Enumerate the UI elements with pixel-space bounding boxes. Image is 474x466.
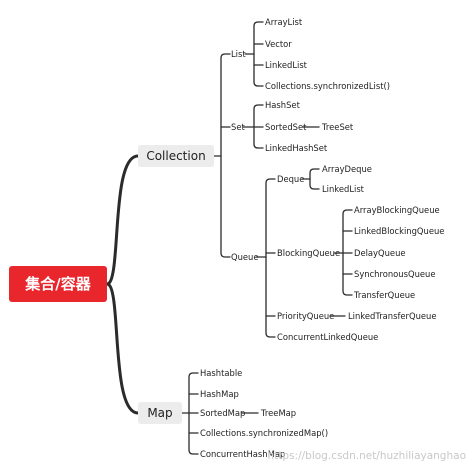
node-concurrenthashmap[interactable]: ConcurrentHashMap [200, 449, 285, 459]
node-synchronousqueue[interactable]: SynchronousQueue [354, 269, 436, 279]
watermark: https://blog.csdn.net/huzhiliayanghao [268, 450, 466, 462]
node-collection-box [138, 145, 214, 167]
node-sortedmap[interactable]: SortedMap [200, 408, 245, 418]
queue-branch-bottom [265, 256, 276, 338]
map-branch-bottom [188, 412, 199, 455]
node-collections-synchronizedmap[interactable]: Collections.synchronizedMap() [200, 428, 328, 438]
queue-branch-top [265, 178, 276, 258]
node-linkedhashset[interactable]: LinkedHashSet [265, 143, 328, 153]
set-branch-bottom [253, 126, 264, 149]
node-list[interactable]: List [231, 49, 246, 59]
deque-branch-top [309, 168, 320, 180]
node-arraylist[interactable]: ArrayList [265, 17, 303, 27]
node-collection-label: Collection [146, 149, 205, 163]
node-linkedtransferqueue[interactable]: LinkedTransferQueue [348, 311, 437, 321]
node-blockingqueue[interactable]: BlockingQueue [277, 248, 340, 258]
node-set[interactable]: Set [231, 122, 245, 132]
node-delayqueue[interactable]: DelayQueue [354, 248, 406, 258]
node-linkedlist-deque[interactable]: LinkedList [322, 184, 365, 194]
node-linkedblockingqueue[interactable]: LinkedBlockingQueue [354, 226, 444, 236]
blockingqueue-branch-top [342, 209, 353, 254]
root-to-collection [105, 154, 140, 286]
node-hashset[interactable]: HashSet [265, 100, 301, 110]
node-map-label: Map [147, 406, 172, 420]
list-branch-top [253, 21, 264, 55]
node-arraydeque[interactable]: ArrayDeque [322, 164, 372, 174]
node-collection[interactable]: Collection [138, 145, 214, 167]
node-sortedset[interactable]: SortedSet [265, 122, 307, 132]
map-branch-top [188, 372, 199, 414]
node-treeset[interactable]: TreeSet [321, 122, 354, 132]
node-linkedlist-list[interactable]: LinkedList [265, 60, 308, 70]
node-hashmap[interactable]: HashMap [200, 389, 239, 399]
node-priorityqueue[interactable]: PriorityQueue [277, 311, 334, 321]
collection-branch-bottom [220, 155, 231, 258]
root-node-label: 集合/容器 [24, 275, 91, 293]
node-map-box [138, 402, 182, 424]
node-queue[interactable]: Queue [231, 252, 259, 262]
node-arrayblockingqueue[interactable]: ArrayBlockingQueue [354, 205, 440, 215]
set-branch-top [253, 104, 264, 128]
root-to-map [105, 282, 140, 415]
list-branch-bottom [253, 53, 264, 87]
node-deque[interactable]: Deque [277, 174, 304, 184]
blockingqueue-branch-bottom [342, 252, 353, 296]
node-hashtable[interactable]: Hashtable [200, 368, 242, 378]
root-node-box [9, 266, 107, 302]
root-node[interactable]: 集合/容器 [9, 266, 107, 302]
connector-lines [105, 21, 353, 455]
node-vector[interactable]: Vector [265, 39, 292, 49]
node-collections-synchronizedlist[interactable]: Collections.synchronizedList() [265, 81, 390, 91]
collection-branch-top [220, 53, 231, 157]
deque-branch-bottom [309, 178, 320, 190]
node-concurrentlinkedqueue[interactable]: ConcurrentLinkedQueue [277, 332, 378, 342]
node-map[interactable]: Map [138, 402, 182, 424]
node-treemap[interactable]: TreeMap [260, 408, 296, 418]
node-transferqueue[interactable]: TransferQueue [353, 290, 415, 300]
